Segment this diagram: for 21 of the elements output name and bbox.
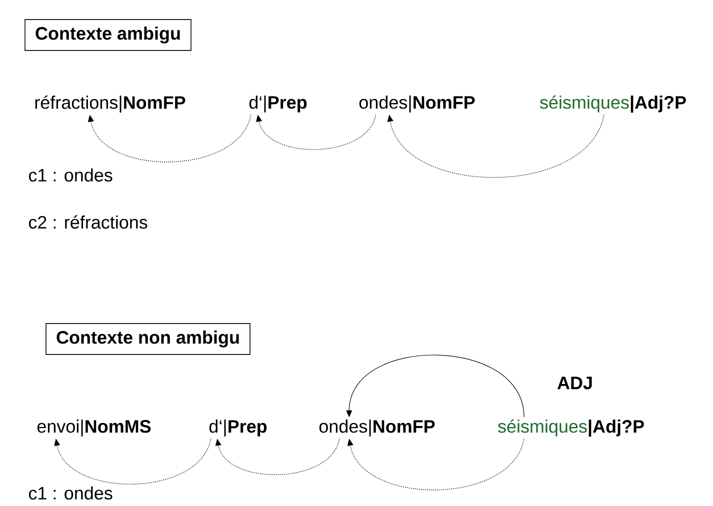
heading-box: Contexte non ambigu — [46, 323, 250, 355]
tagged-word: séismiques|Adj?P — [540, 95, 686, 113]
tagged-word: séismiques|Adj?P — [498, 419, 644, 437]
tagged-word: d‘|Prep — [249, 96, 307, 112]
arrow — [256, 114, 376, 150]
context-note: c2 : réfractions — [28, 215, 148, 229]
tagged-word: ondes|NomFP — [319, 420, 435, 436]
context-note: c1 : ondes — [28, 168, 112, 182]
arrow — [387, 114, 604, 178]
tagged-word: ondes|NomFP — [359, 96, 475, 112]
heading-box: Contexte ambigu — [24, 19, 192, 51]
tagged-word: d‘|Prep — [209, 420, 267, 436]
tagged-word: envoi|NomMS — [37, 420, 151, 436]
arrow — [88, 114, 252, 162]
context-note: c1 : ondes — [28, 486, 112, 500]
arrow — [346, 354, 524, 418]
tagged-word: réfractions|NomFP — [35, 95, 186, 113]
arrow — [347, 438, 524, 490]
edge-label: ADJ — [557, 376, 592, 390]
arrow — [215, 438, 340, 475]
arrow — [54, 438, 212, 484]
